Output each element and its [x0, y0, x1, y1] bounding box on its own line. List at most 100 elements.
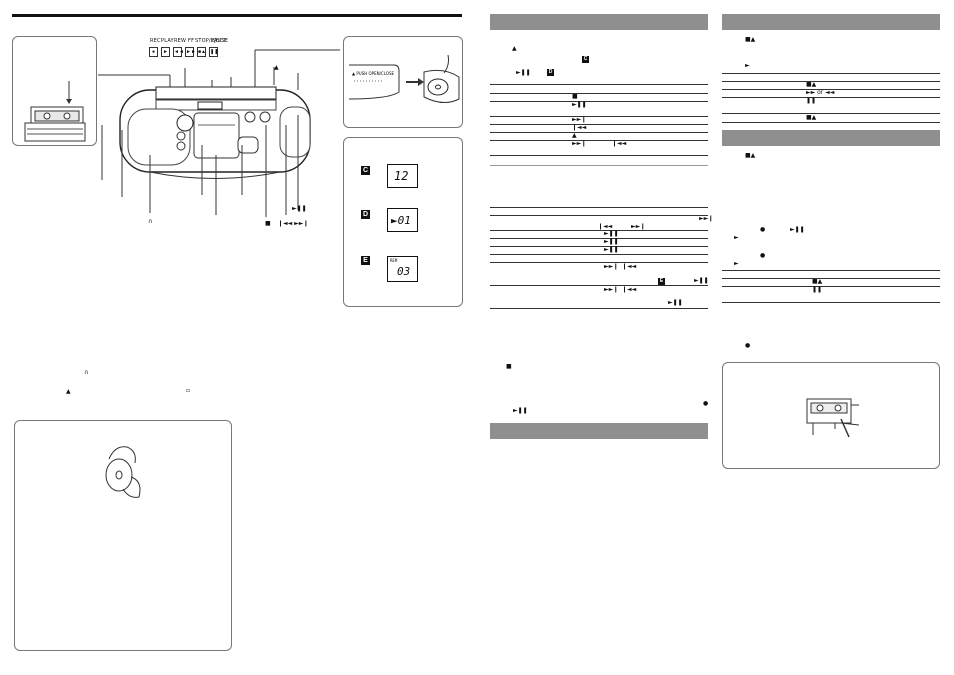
table1-line [490, 93, 708, 94]
cassette-inset-panel [12, 36, 97, 146]
mid-tag-d: D [547, 69, 554, 76]
boombox-illustration [98, 49, 340, 217]
t1-prev: ❙◄◄ [572, 124, 587, 131]
display-examples-panel: C 12 D ►01 E REM 03 [343, 137, 463, 307]
t2-pp-3: ►❚❚ [604, 246, 619, 253]
svg-text:▲ PUSH OPEN/CLOSE: ▲ PUSH OPEN/CLOSE [352, 71, 395, 76]
label-stop-eject: STOP/EJECT [195, 38, 227, 44]
t2-next-2: ►►❙ [631, 223, 646, 230]
table2-line [490, 308, 708, 309]
label-rew: REW [174, 38, 187, 44]
table2-line [490, 254, 708, 255]
r-t2-stop-eject: ■▲ [812, 278, 823, 285]
r-table1-line [722, 97, 940, 98]
table2-line [490, 207, 708, 208]
r-table1-line [722, 81, 940, 82]
r-t1-stop-eject: ■▲ [806, 81, 817, 88]
right-header-bar-1 [722, 14, 940, 30]
rew-button[interactable]: ◄◄ [173, 47, 184, 57]
display-e-small: REM [390, 258, 398, 263]
t2-tag-e: E [658, 278, 665, 285]
table1-line [490, 84, 708, 85]
label-rec: REC [150, 38, 161, 44]
t2-prev-4: ❙◄◄ [622, 286, 637, 293]
r-table2-line [722, 278, 940, 279]
mid-rec-symbol: ● [703, 400, 709, 407]
t2-next-4: ►►❙ [604, 286, 619, 293]
t1-next-2: ►►❙ [572, 140, 587, 147]
r-rec-3: ● [745, 342, 751, 349]
table1-line [490, 101, 708, 102]
r-table2-line [722, 302, 940, 303]
play-pause-symbol: ►❚❚ [292, 205, 307, 212]
middle-header-bar-1 [490, 14, 708, 30]
headphone-symbol: ∩ [148, 218, 153, 225]
cd-insert-illustration: ▲ PUSH OPEN/CLOSE [348, 54, 460, 103]
t1-eject: ▲ [572, 132, 577, 139]
pause-button[interactable]: ❚❚ [209, 47, 219, 57]
display-d: ►01 [387, 208, 418, 232]
t2-next-3: ►►❙ [604, 263, 619, 270]
r-stop-eject-2: ■▲ [745, 152, 756, 159]
tag-e: E [361, 256, 370, 265]
table1-line [490, 124, 708, 125]
display-c-value: 12 [394, 169, 409, 183]
r-t2-pause: ❚❚ [812, 286, 823, 293]
play-button[interactable]: ► [161, 47, 170, 57]
button-strip: REC PLAY REW FF STOP/EJECT PAUSE ● ► ◄◄ … [148, 38, 228, 68]
stop-eject-button[interactable]: ■▲ [197, 47, 206, 57]
t1-stop: ■ [572, 93, 578, 100]
square-symbol: ▫ [186, 387, 191, 394]
r-stop-eject-1: ■▲ [745, 36, 756, 43]
mid-eject-symbol: ▲ [512, 45, 517, 52]
r-table1-line [722, 89, 940, 90]
table2-line [490, 238, 708, 239]
t2-pp-5: ►❚❚ [668, 299, 683, 306]
t2-pp-1: ►❚❚ [604, 230, 619, 237]
r-rec-2: ● [760, 252, 766, 259]
table1-line [490, 140, 708, 141]
table2-line [490, 230, 708, 231]
t2-prev: ❙◄◄ [598, 223, 613, 230]
display-c: 12 [387, 164, 418, 188]
label-pause: PAUSE [211, 38, 229, 44]
r-table2-line [722, 270, 940, 271]
rec-button[interactable]: ● [149, 47, 158, 57]
r-table1-line [722, 113, 940, 114]
r-t1-stop-eject-2: ■▲ [806, 114, 817, 121]
cd-handling-panel [14, 420, 232, 651]
table1-line [490, 132, 708, 133]
table2-line [490, 262, 708, 263]
t1-prev-2: ❙◄◄ [612, 140, 627, 147]
table2-line [490, 246, 708, 247]
tag-d: D [361, 210, 370, 219]
r-table1-line [722, 73, 940, 74]
r-rec-1: ● [760, 226, 766, 233]
r-t1-ff-rew: ►► or ◄◄ [806, 89, 835, 96]
ff-button[interactable]: ►► [185, 47, 196, 57]
prev-next-symbols: ❙◄◄ ►►❙ [278, 220, 309, 227]
t1-next: ►►❙ [572, 116, 587, 123]
right-header-bar-2 [722, 130, 940, 146]
table2-line [490, 215, 708, 216]
middle-header-bar-2 [490, 423, 708, 439]
table1-line [490, 116, 708, 117]
t2-next: ►►❙ [699, 215, 714, 222]
mid-play-pause-symbol: ►❚❚ [516, 69, 531, 76]
r-pp-1: ►❚❚ [790, 226, 805, 233]
label-play: PLAY [161, 38, 174, 44]
table2-line [490, 285, 708, 286]
cassette-deck-illustration [24, 81, 86, 142]
r-table2-line [722, 286, 940, 287]
display-e: REM 03 [387, 256, 418, 282]
r-table1-line [722, 122, 940, 123]
eject-symbol: ▲ [274, 64, 279, 71]
mid-tag-c: C [582, 56, 589, 63]
cassette-tab-panel [722, 362, 940, 469]
cd-insert-panel: ▲ PUSH OPEN/CLOSE [343, 36, 463, 128]
display-e-value: 03 [397, 265, 411, 278]
display-d-value: ►01 [391, 214, 411, 227]
r-play-2: ► [734, 234, 739, 241]
label-ff: FF [188, 38, 195, 44]
t2-prev-3: ❙◄◄ [622, 263, 637, 270]
